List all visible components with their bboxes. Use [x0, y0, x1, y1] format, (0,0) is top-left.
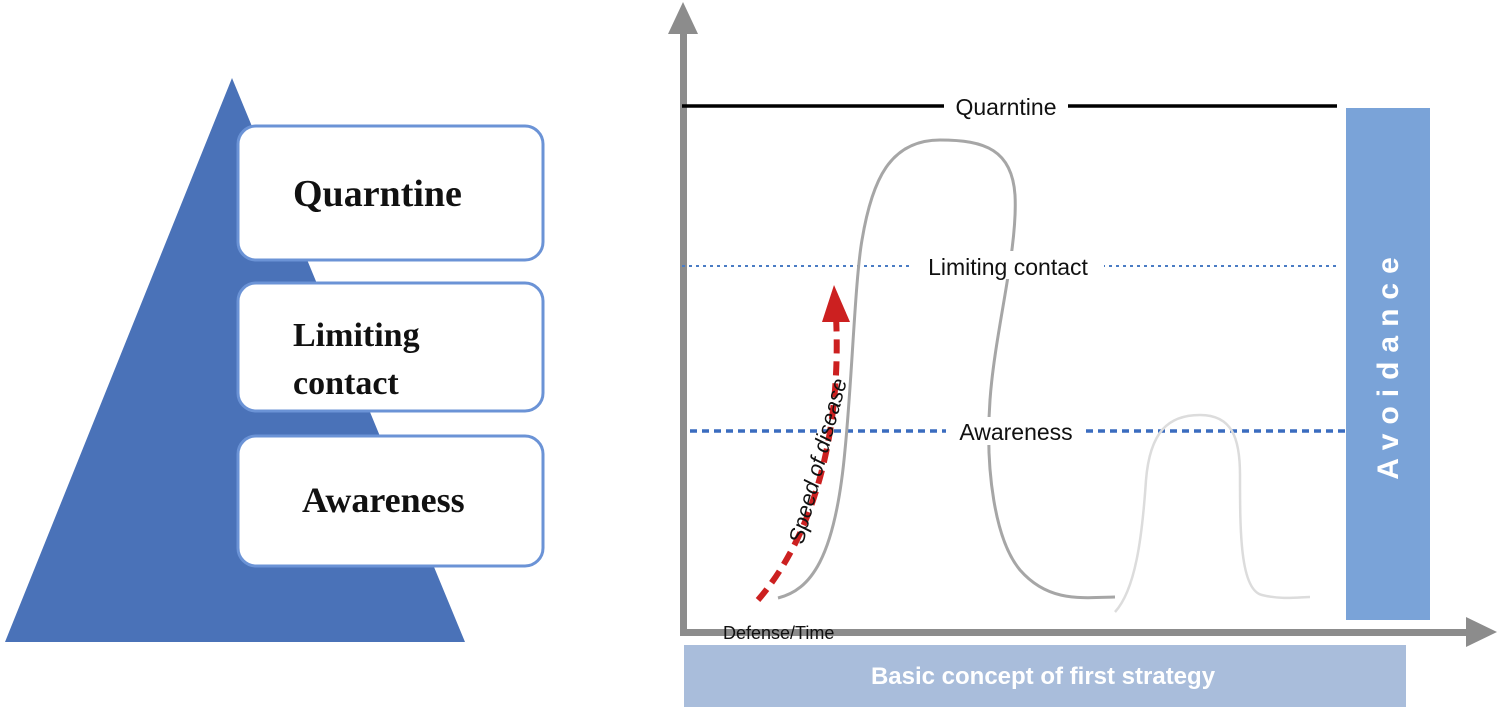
pyramid-level-limiting-contact: Limiting contact [236, 281, 545, 413]
caption-bar-fill [684, 645, 1406, 707]
pyramid-level-quarantine: Quarntine [236, 124, 545, 262]
y-axis-line [680, 30, 687, 636]
pyramid-box-awareness [236, 434, 545, 568]
pyramid-panel: Quarntine Limiting contact Awareness [5, 78, 545, 642]
awareness-label-bg [946, 417, 1086, 445]
x-axis-label: Defense/Time [723, 623, 834, 643]
pyramid-label-limiting-line1: Limiting [293, 317, 420, 354]
y-axis-arrowhead [668, 2, 698, 34]
speed-of-disease-label: Speed of disease [784, 376, 852, 547]
strategy-caption: Basic concept of first strategy [871, 663, 1216, 690]
pyramid-label-limiting-line2: contact [293, 365, 399, 402]
awareness-line-label: Awareness [959, 419, 1072, 445]
quarantine-line-label: Quarntine [955, 94, 1056, 120]
epidemic-curve [777, 138, 1116, 600]
avoidance-bar-fill [1346, 108, 1430, 620]
pyramid-box-limiting-contact [236, 281, 545, 413]
avoidance-bar: Avoidance [1346, 108, 1430, 620]
pyramid-level-awareness: Awareness [236, 434, 545, 568]
limiting-label-bg [912, 251, 1104, 279]
strategy-caption-bar: Basic concept of first strategy [684, 645, 1406, 707]
pyramid-label-quarantine: Quarntine [293, 173, 462, 215]
axes [668, 2, 1497, 647]
speed-arrow-head [822, 285, 850, 322]
avoidance-label: Avoidance [1372, 248, 1405, 480]
pyramid-box-quarantine [236, 124, 545, 262]
speed-of-disease-arrow: Speed of disease [755, 285, 852, 602]
line-labels: Quarntine Limiting contact Awareness [912, 91, 1104, 445]
limiting-contact-line-label: Limiting contact [928, 254, 1088, 280]
x-axis-line [680, 629, 1470, 636]
x-axis-arrowhead [1466, 617, 1497, 647]
quarantine-label-bg [944, 91, 1068, 119]
strategy-graph: Speed of disease Quarntine Limiting cont… [668, 2, 1497, 707]
pyramid-label-awareness: Awareness [302, 480, 465, 520]
speed-arrow-shaft [755, 315, 840, 602]
second-wave-curve [1114, 413, 1311, 613]
